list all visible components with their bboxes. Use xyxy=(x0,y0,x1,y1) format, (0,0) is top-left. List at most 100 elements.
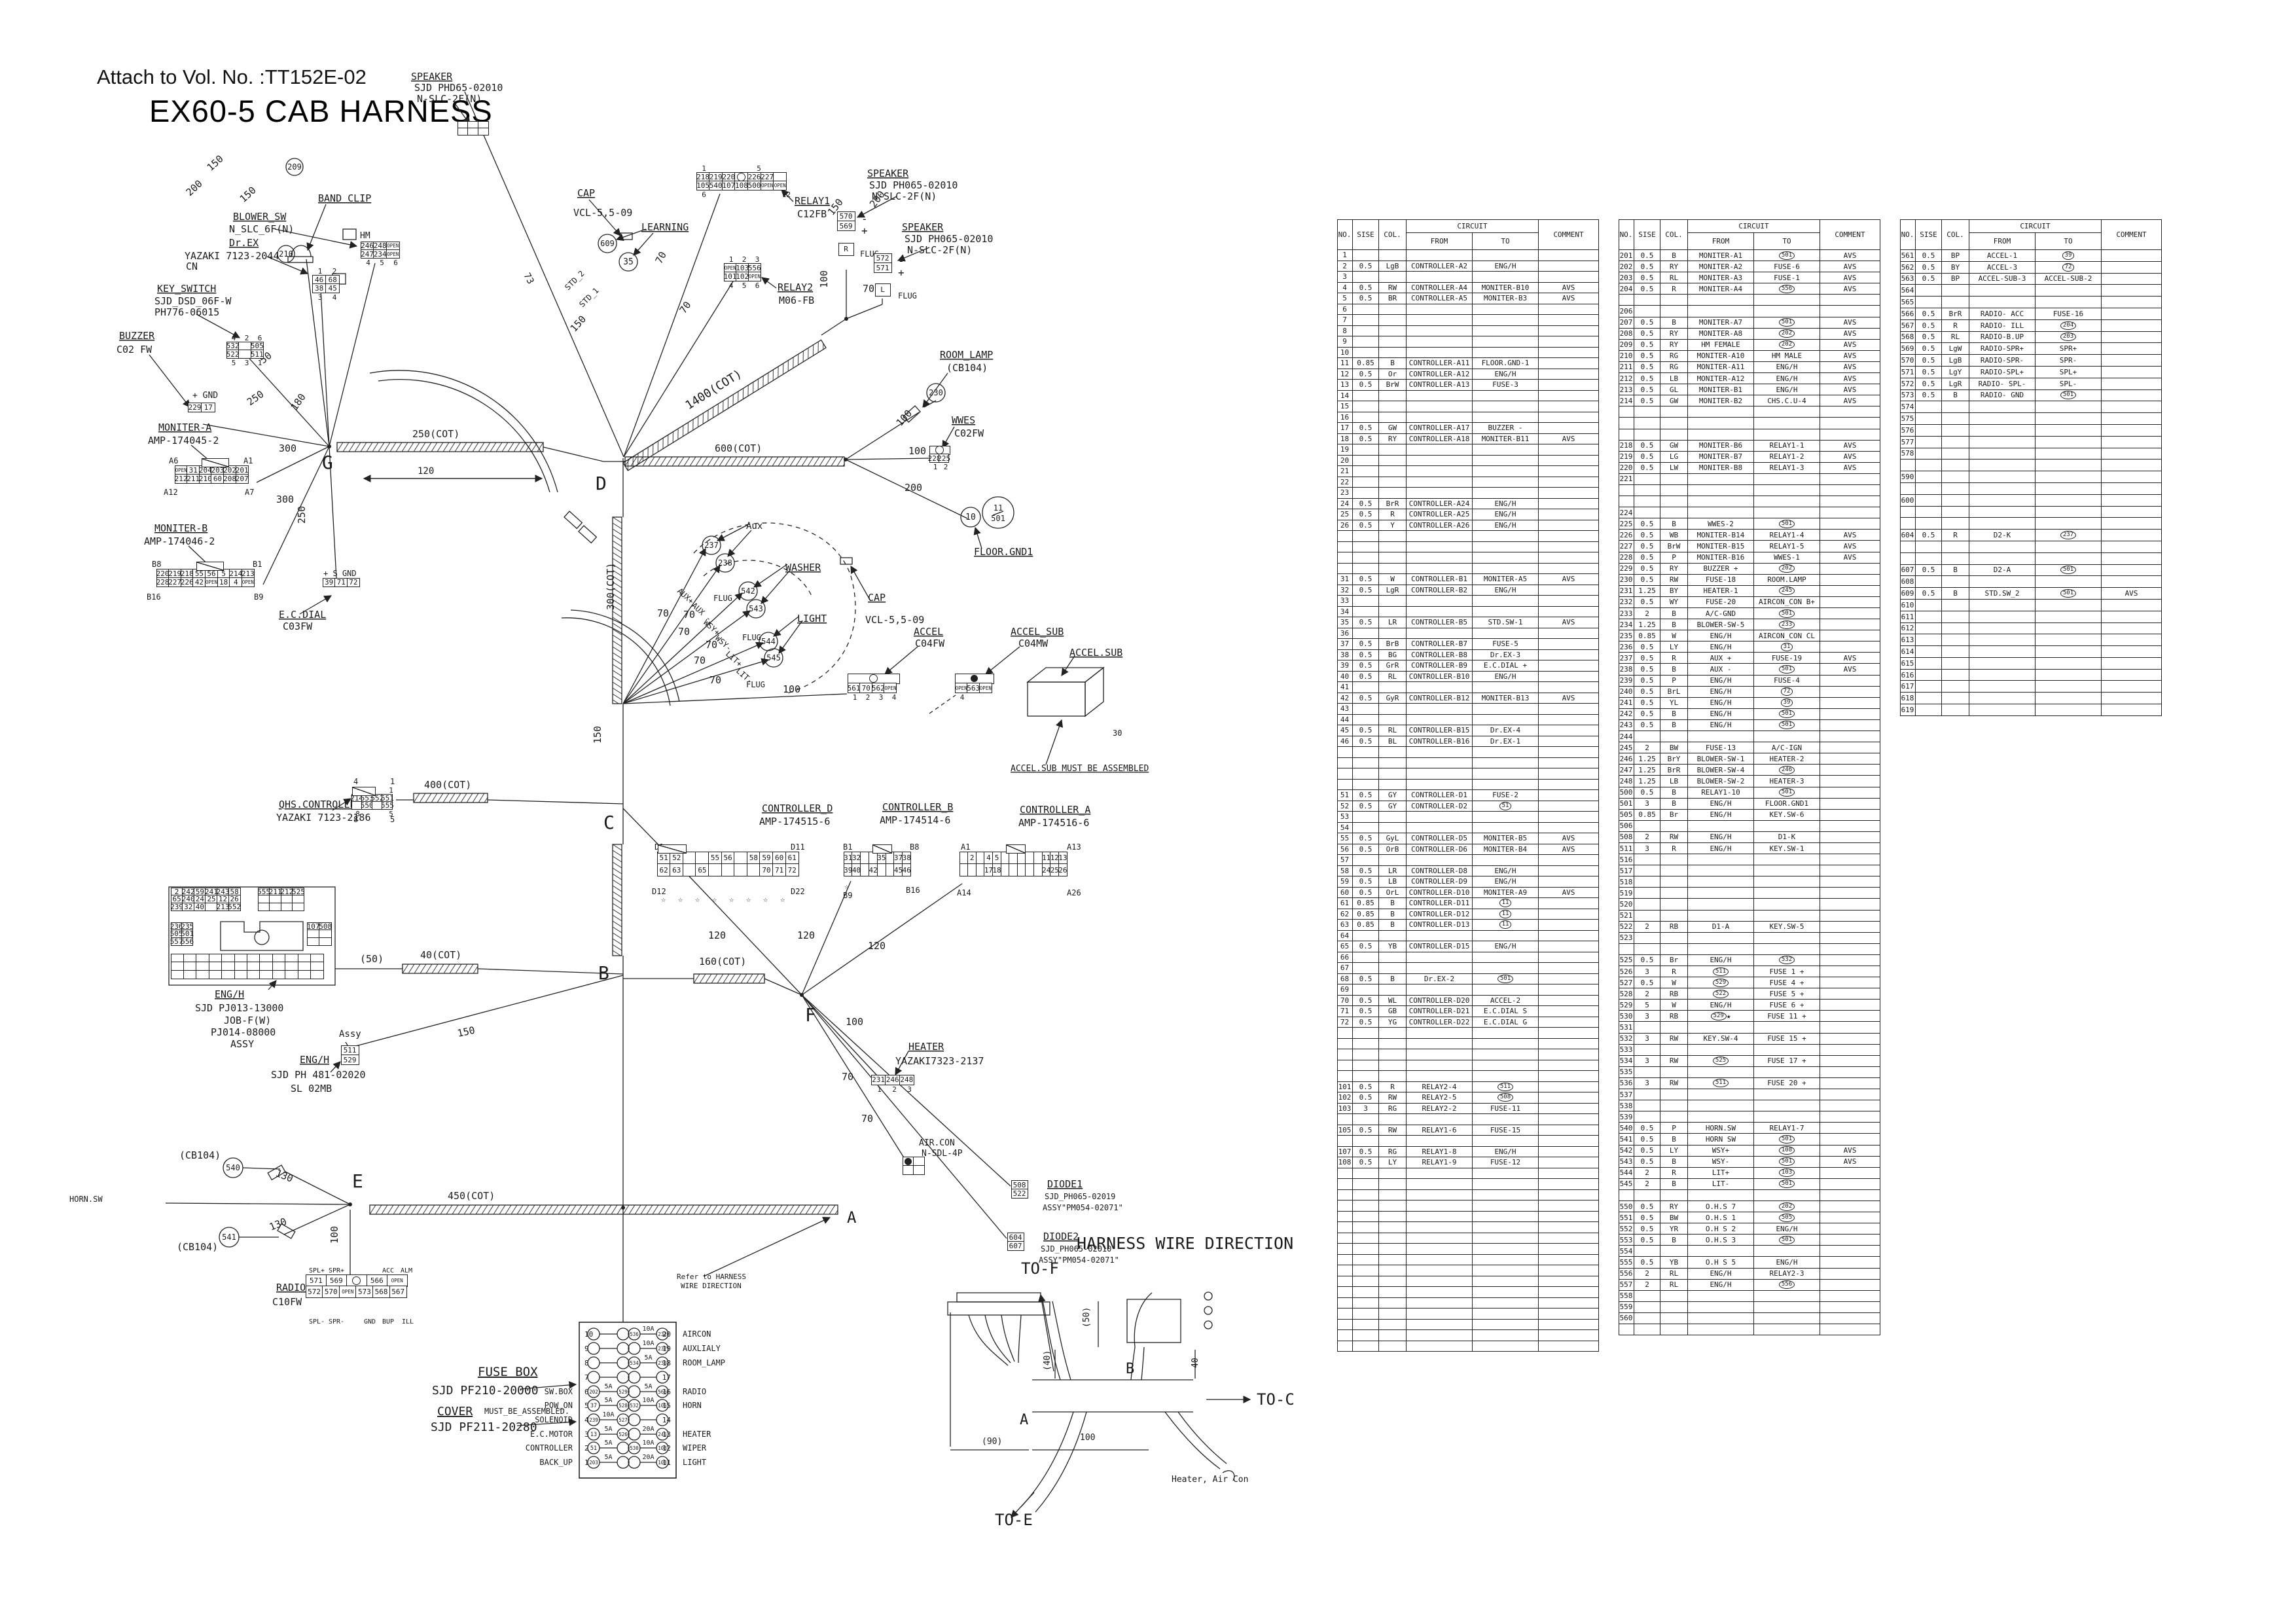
pin-number: 3 xyxy=(755,255,760,264)
table-row xyxy=(1619,295,1880,306)
leader-arrow xyxy=(615,228,647,241)
table-cell: 511 xyxy=(1619,842,1634,855)
pin-number: 3 xyxy=(878,693,884,702)
table-cell xyxy=(1473,1049,1539,1060)
table-cell: P xyxy=(1660,675,1688,687)
table-cell: 501 xyxy=(2036,588,2102,600)
diagram-label: 100 xyxy=(908,445,926,457)
table-cell: 239 xyxy=(1619,675,1634,687)
table-cell: 244 xyxy=(1619,731,1634,743)
table-cell: 0.5 xyxy=(1634,1156,1660,1168)
table-cell xyxy=(1942,471,1969,483)
leader-arrow xyxy=(266,256,309,275)
diagram-label: 250 xyxy=(296,506,308,524)
table-cell: RELAY1-8 xyxy=(1407,1146,1473,1157)
table-cell xyxy=(1820,776,1880,787)
table-cell xyxy=(1539,606,1599,617)
table-cell xyxy=(1379,1265,1407,1276)
table-cell: 36 xyxy=(1337,628,1353,639)
table-cell: 235 xyxy=(1619,630,1634,642)
table-cell xyxy=(1820,1189,1880,1201)
table-cell xyxy=(1754,876,1820,888)
table-cell xyxy=(1407,477,1473,488)
table-cell: FUSE 4 + xyxy=(1754,977,1820,989)
table-cell: 0.5 xyxy=(1353,1125,1379,1136)
table-cell xyxy=(1634,932,1660,944)
table-cell xyxy=(1379,1308,1407,1320)
table-row: 9 xyxy=(1337,336,1599,348)
table-cell: LR xyxy=(1379,865,1407,876)
table-cell xyxy=(1379,541,1407,552)
table-cell xyxy=(1337,1265,1353,1276)
connector-row xyxy=(170,953,337,963)
table-cell: 0.5 xyxy=(1634,977,1660,989)
fuse-wire-no: 532 xyxy=(630,1403,639,1409)
table-cell: AVS xyxy=(1820,395,1880,407)
fuse-wire-no: 105 xyxy=(658,1403,667,1409)
pin-number: 8 xyxy=(355,810,360,819)
table-cell: BLOWER-SW-4 xyxy=(1688,765,1754,776)
table-cell xyxy=(1688,1066,1754,1078)
table-cell: 0.5 xyxy=(1353,498,1379,509)
table-cell xyxy=(1820,798,1880,810)
table-cell xyxy=(1407,714,1473,725)
table-cell: 3 xyxy=(1634,1011,1660,1022)
table-row: 610 xyxy=(1900,599,2162,611)
table-cell xyxy=(1473,401,1539,412)
table-cell: 508 xyxy=(1473,1092,1539,1104)
table-row: 520 xyxy=(1619,899,1880,911)
table-cell xyxy=(1407,552,1473,564)
diagram-label: FLUG xyxy=(746,680,765,689)
connector-pin xyxy=(467,128,479,136)
table-cell xyxy=(1407,1330,1473,1341)
table-cell xyxy=(1353,757,1379,768)
table-cell: 31 xyxy=(1337,574,1353,585)
table-cell: MONITER-B15 xyxy=(1688,541,1754,552)
table-cell xyxy=(1539,757,1599,768)
ref-circle-label: 541 xyxy=(222,1233,236,1242)
table-cell: ENG/H xyxy=(1688,1000,1754,1011)
table-cell: 527 xyxy=(1619,977,1634,989)
connector-pin: 239 xyxy=(170,902,184,911)
diagram-label: 120 xyxy=(868,940,886,952)
harness-bar-rect xyxy=(612,844,622,956)
table-cell: ENG/H xyxy=(1473,585,1539,596)
pin-number: 1 xyxy=(257,359,262,368)
table-row xyxy=(1337,1341,1599,1352)
table-cell: 0.5 xyxy=(1634,708,1660,720)
table-cell xyxy=(1353,325,1379,336)
table-cell xyxy=(1473,552,1539,564)
table-cell xyxy=(1337,768,1353,780)
table-cell: 0.5 xyxy=(1634,1134,1660,1146)
table-cell: 0.5 xyxy=(1916,389,1942,402)
table-cell xyxy=(1820,1257,1880,1269)
table-cell: 0.5 xyxy=(1353,865,1379,876)
table-cell xyxy=(1473,1222,1539,1233)
table-cell xyxy=(1916,541,1942,553)
table-cell: ENG/H xyxy=(1688,1279,1754,1291)
table-cell xyxy=(1473,984,1539,996)
table-cell: 0.5 xyxy=(1634,384,1660,396)
table-cell xyxy=(1916,460,1942,472)
polarizing-key xyxy=(1006,844,1026,854)
connector-pin xyxy=(257,902,270,911)
table-header-cell: FROM xyxy=(1969,233,2036,250)
table-cell xyxy=(1473,952,1539,963)
table-cell: D2-K xyxy=(1969,530,2036,541)
